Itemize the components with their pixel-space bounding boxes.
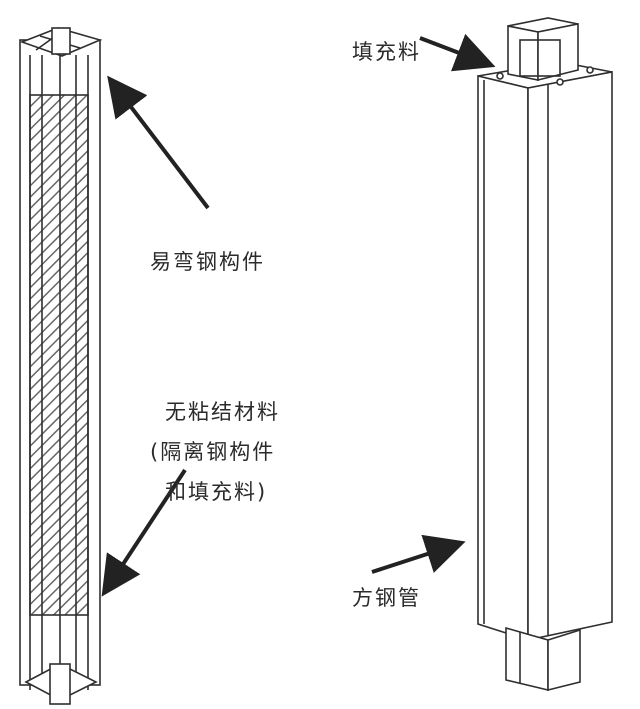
- label-filler: 填充料: [352, 40, 421, 64]
- arrow-unbonded-material: [101, 468, 187, 597]
- label-unbonded-material-line3: 和填充料): [165, 480, 268, 504]
- tube-left-face: [477, 74, 529, 642]
- tube-right-face: [527, 71, 613, 641]
- arrow-buckling-member: [107, 75, 210, 210]
- left-brace-cutaway: [19, 27, 103, 705]
- label-buckling-member: 易弯钢构件: [150, 250, 265, 274]
- label-unbonded-material-line1: 无粘结材料: [165, 400, 280, 424]
- arrow-square-tube: [371, 534, 466, 574]
- filler-hatch: [29, 94, 89, 616]
- label-unbonded-material-line2: (隔离钢构件: [150, 440, 276, 464]
- arrow-filler: [419, 33, 496, 72]
- right-square-tube: [477, 17, 613, 692]
- leader-arrows: [101, 33, 496, 597]
- label-square-steel-tube: 方钢管: [352, 586, 421, 610]
